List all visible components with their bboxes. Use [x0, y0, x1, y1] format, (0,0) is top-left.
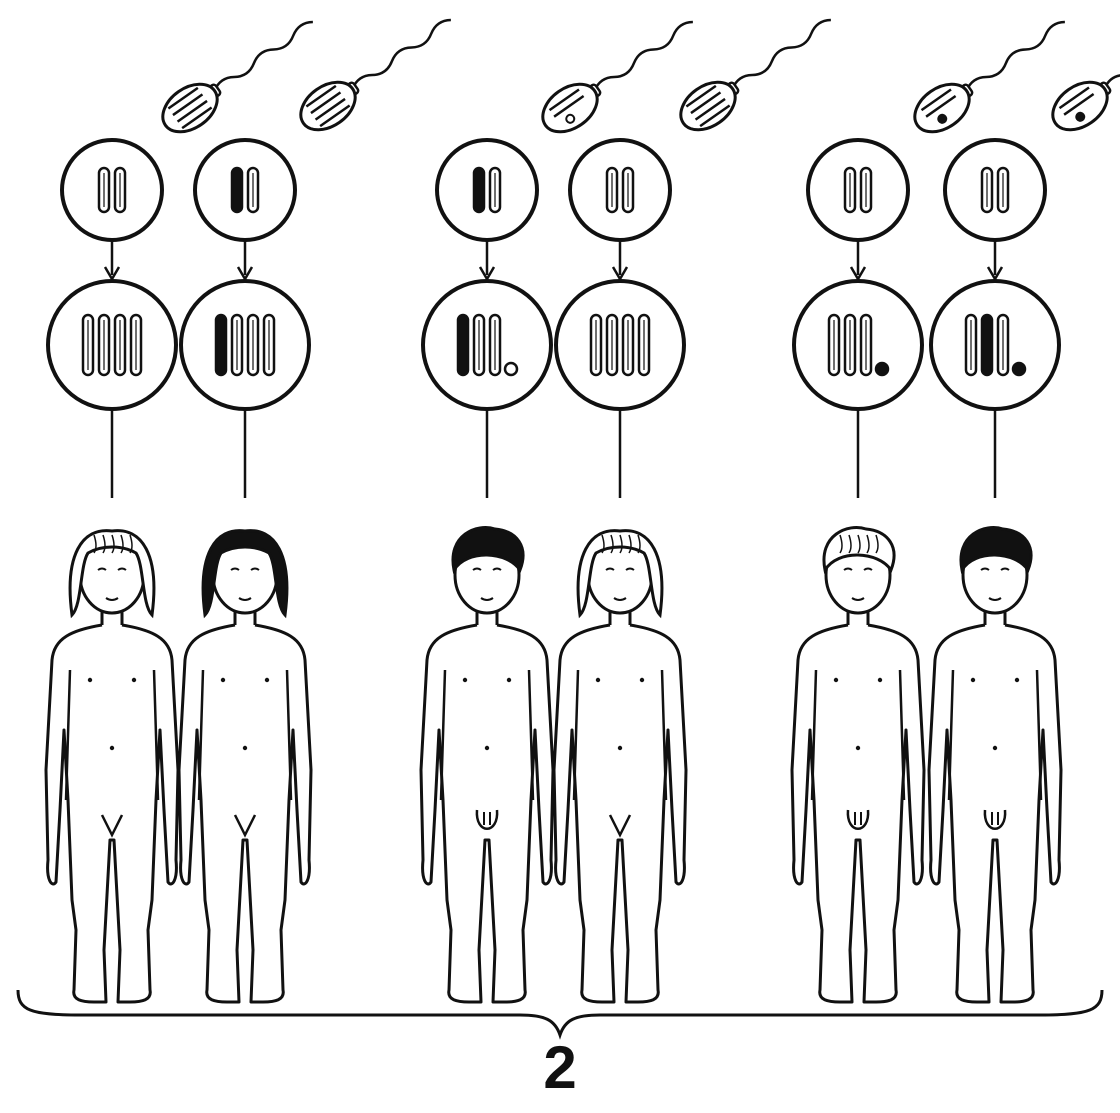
karyotype-cell	[931, 281, 1059, 409]
chromosome-3	[248, 315, 258, 375]
arrow-down-icon	[851, 240, 865, 279]
zygote-cell	[570, 140, 670, 240]
figure-caption-number: 2	[0, 1038, 1120, 1098]
zygote-cell	[195, 140, 295, 240]
zygote-cell	[945, 140, 1045, 240]
grouping-brace	[18, 990, 1102, 1035]
chromosome-2	[248, 168, 258, 212]
chromosome-4	[505, 363, 517, 375]
chromosome-1	[458, 315, 468, 375]
arrow-down-icon	[613, 240, 627, 279]
chromosome-2	[982, 315, 992, 375]
chromosome-2	[998, 168, 1008, 212]
male-genitalia	[477, 810, 497, 829]
girl-figure	[179, 531, 311, 1002]
chromosome-2	[861, 168, 871, 212]
chromosome-4	[876, 363, 888, 375]
karyotype-cell	[556, 281, 684, 409]
sperm-layer	[154, 4, 1120, 142]
body-outline	[554, 537, 686, 1002]
karyotype-cell	[181, 281, 309, 409]
chromosome-2	[232, 315, 242, 375]
zygote-cell	[808, 140, 908, 240]
body-outline	[421, 537, 553, 1002]
male-genitalia	[848, 810, 868, 829]
chromosome-2	[490, 168, 500, 212]
chromosome-3	[998, 315, 1008, 375]
karyotype-cell	[423, 281, 551, 409]
chromosome-2	[115, 168, 125, 212]
chromosome-2	[623, 168, 633, 212]
sperm-cell	[154, 6, 324, 142]
chromosome-1	[845, 168, 855, 212]
children-layer	[46, 528, 1061, 1002]
cells-layer	[48, 140, 1059, 498]
chromosome-1	[829, 315, 839, 375]
chromosome-1	[232, 168, 242, 212]
sperm-cell	[906, 6, 1076, 142]
chromosome-1	[83, 315, 93, 375]
body-outline	[179, 537, 311, 1002]
chromosome-3	[861, 315, 871, 375]
chromosome-4	[264, 315, 274, 375]
zygote-cell	[437, 140, 537, 240]
body-outline	[46, 537, 178, 1002]
chromosome-2	[99, 315, 109, 375]
body-outline	[929, 537, 1061, 1002]
boy-figure	[792, 528, 924, 1002]
chromosome-3	[115, 315, 125, 375]
arrow-down-icon	[988, 240, 1002, 279]
zygote-cell	[62, 140, 162, 240]
chromosome-1	[474, 168, 484, 212]
arrow-down-icon	[105, 240, 119, 279]
chromosome-3	[490, 315, 500, 375]
chromosome-1	[966, 315, 976, 375]
chromosome-2	[607, 315, 617, 375]
arrow-down-icon	[238, 240, 252, 279]
chromosome-4	[131, 315, 141, 375]
sperm-cell	[292, 4, 462, 140]
karyotype-cell	[48, 281, 176, 409]
chromosome-3	[623, 315, 633, 375]
chromosome-4	[639, 315, 649, 375]
sperm-cell	[534, 6, 704, 142]
boy-figure	[421, 528, 553, 1002]
sperm-cell	[672, 4, 842, 140]
karyotype-cell	[794, 281, 922, 409]
body-outline	[792, 537, 924, 1002]
chromosome-4	[1013, 363, 1025, 375]
chromosome-1	[607, 168, 617, 212]
chromosome-2	[845, 315, 855, 375]
girl-figure	[46, 531, 178, 1002]
arrow-down-icon	[480, 240, 494, 279]
chromosome-1	[982, 168, 992, 212]
chromosome-1	[216, 315, 226, 375]
chromosome-1	[99, 168, 109, 212]
boy-figure	[929, 528, 1061, 1002]
male-genitalia	[985, 810, 1005, 829]
chromosome-2	[474, 315, 484, 375]
chromosome-1	[591, 315, 601, 375]
girl-figure	[554, 531, 686, 1002]
